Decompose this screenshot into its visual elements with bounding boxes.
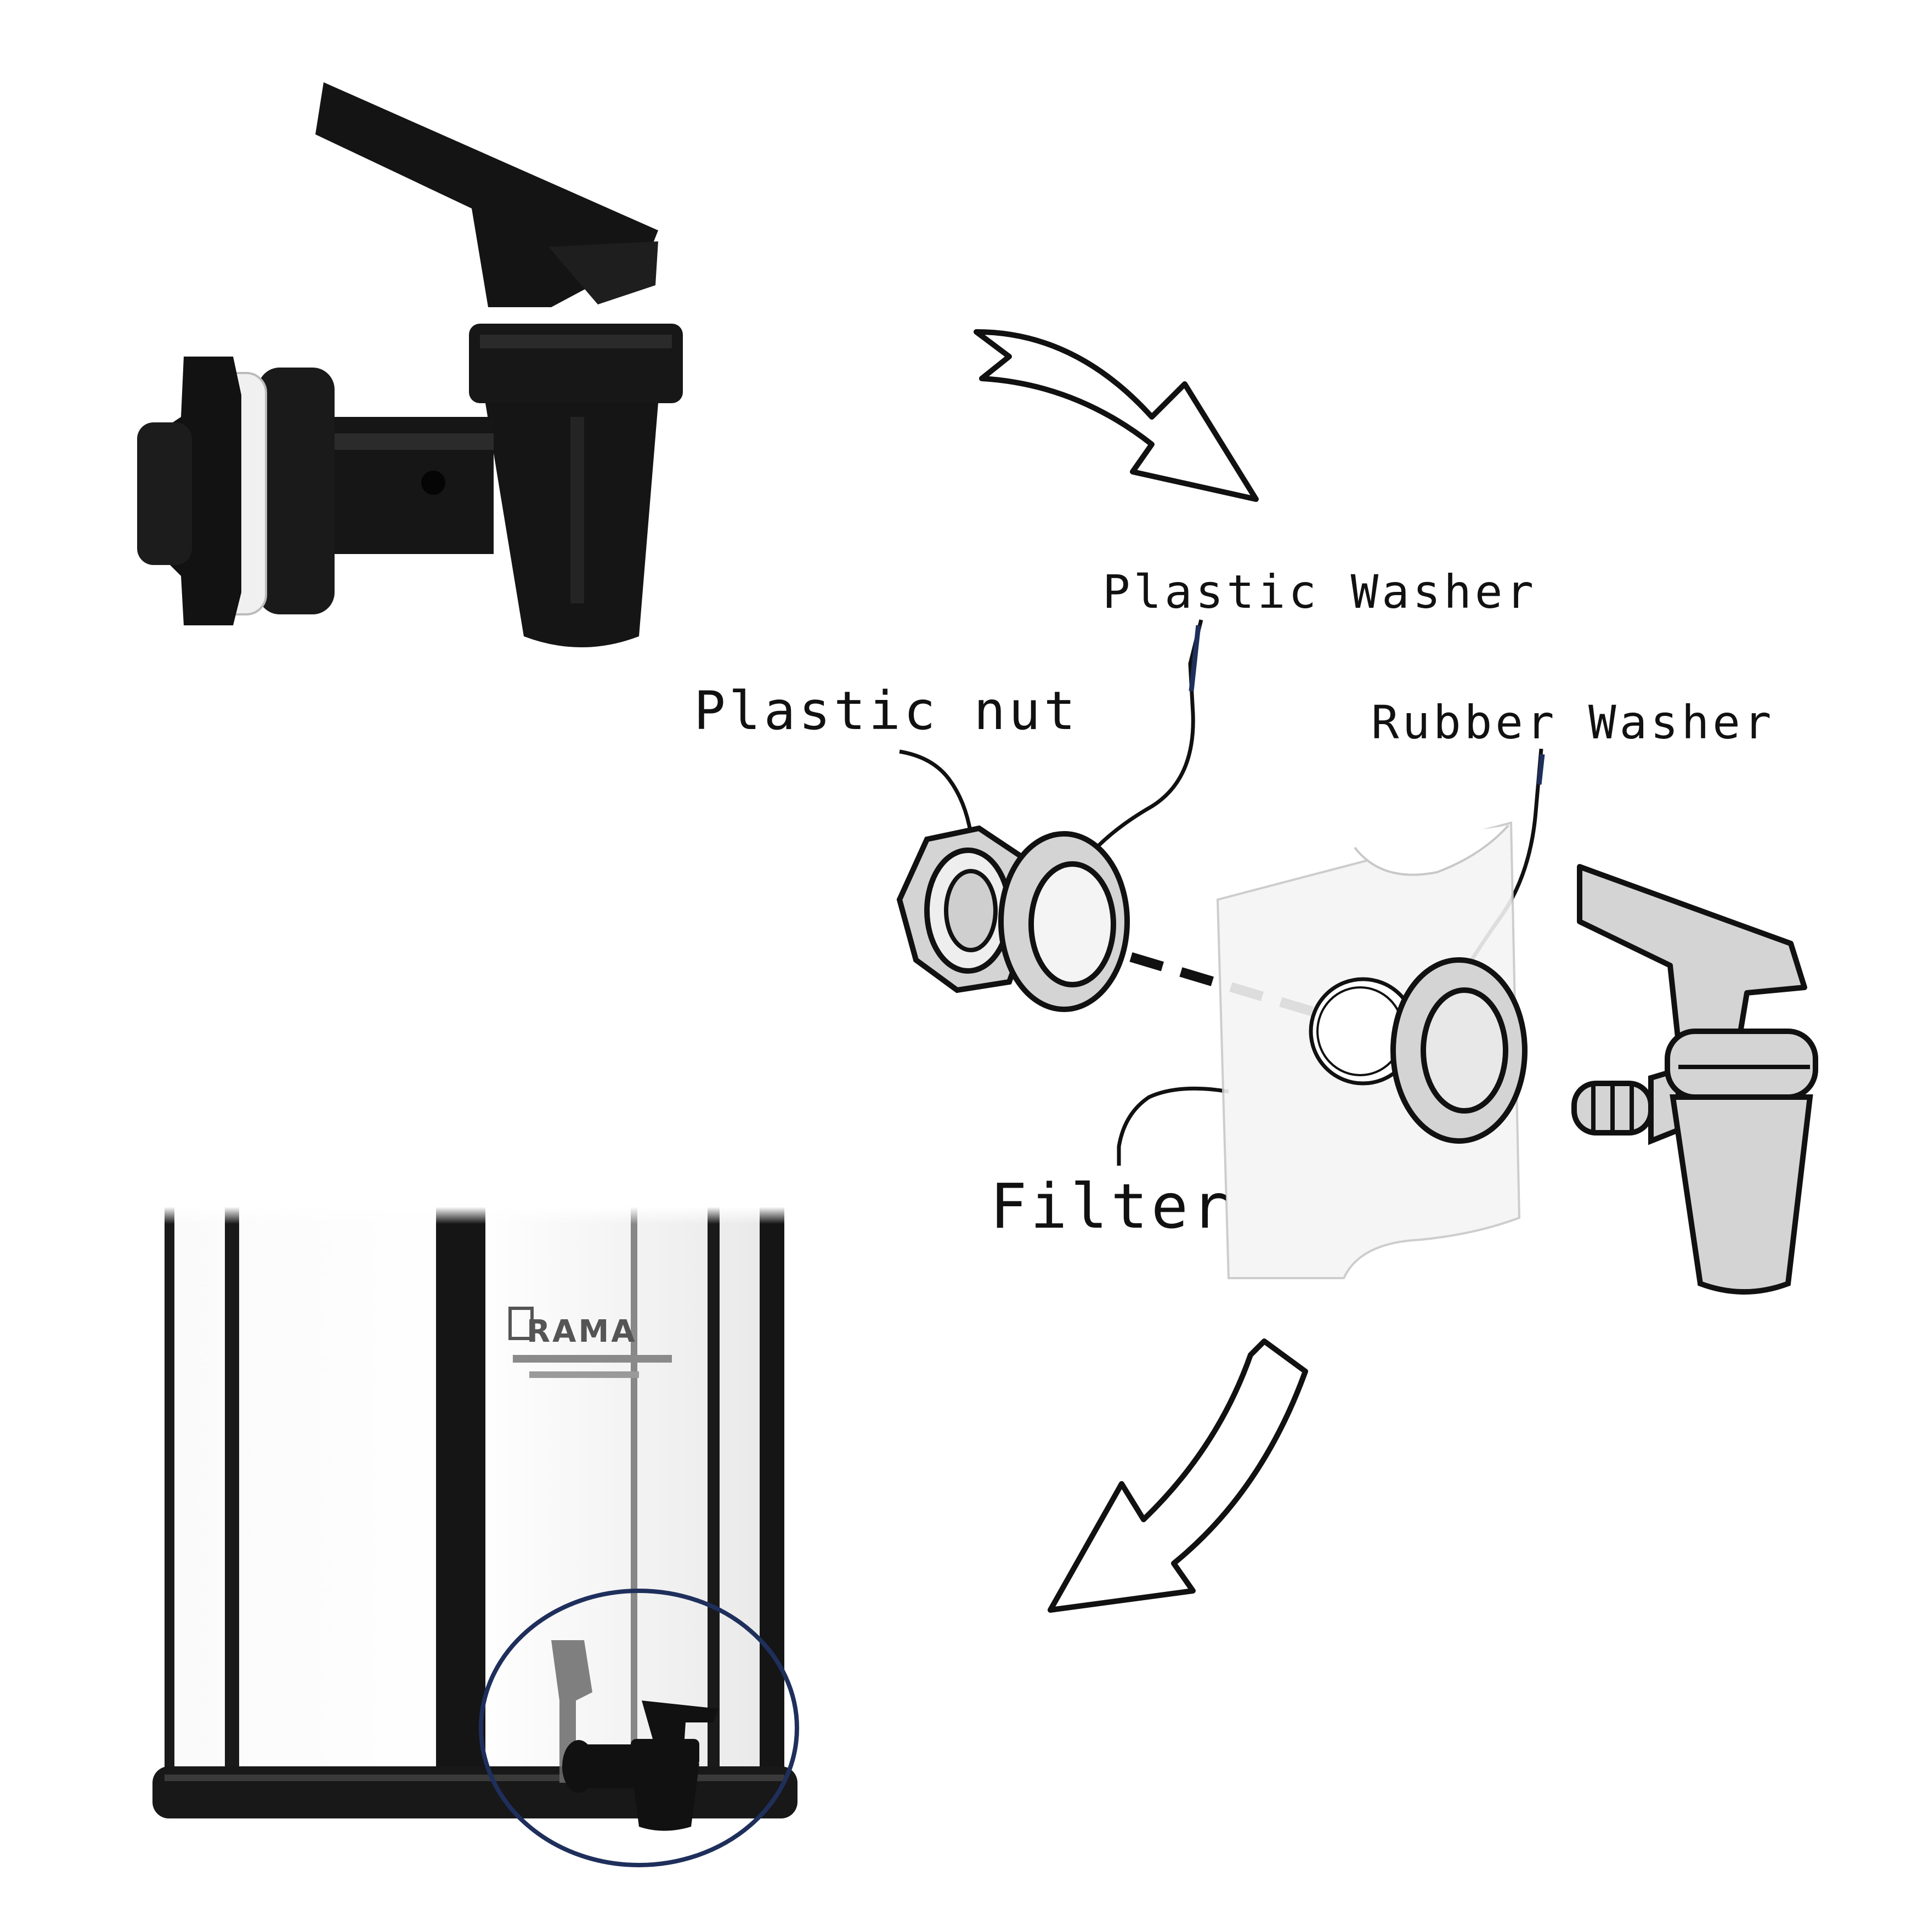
plastic-washer-sketch <box>998 831 1130 1012</box>
filter-tank-photo <box>152 1207 799 1867</box>
plastic-washer-label: Plastic Washer <box>1102 565 1537 619</box>
exploded-assembly-sketch <box>896 619 1818 1295</box>
curved-arrow-down-left-icon <box>1048 1338 1308 1613</box>
plastic-nut-sketch <box>896 825 1034 993</box>
rubber-washer-sketch <box>1390 957 1528 1144</box>
spigot-sketch <box>1577 864 1818 1295</box>
plastic-nut-label: Plastic nut <box>694 680 1079 742</box>
brand-logo-text: RAMA <box>527 1314 637 1349</box>
rubber-washer-label: Rubber Washer <box>1371 696 1775 749</box>
curved-arrow-down-right-icon <box>974 329 1259 502</box>
threaded-stem-sketch <box>1571 1066 1681 1145</box>
filter-label: Filter <box>990 1171 1232 1242</box>
spigot-photo <box>137 82 683 647</box>
